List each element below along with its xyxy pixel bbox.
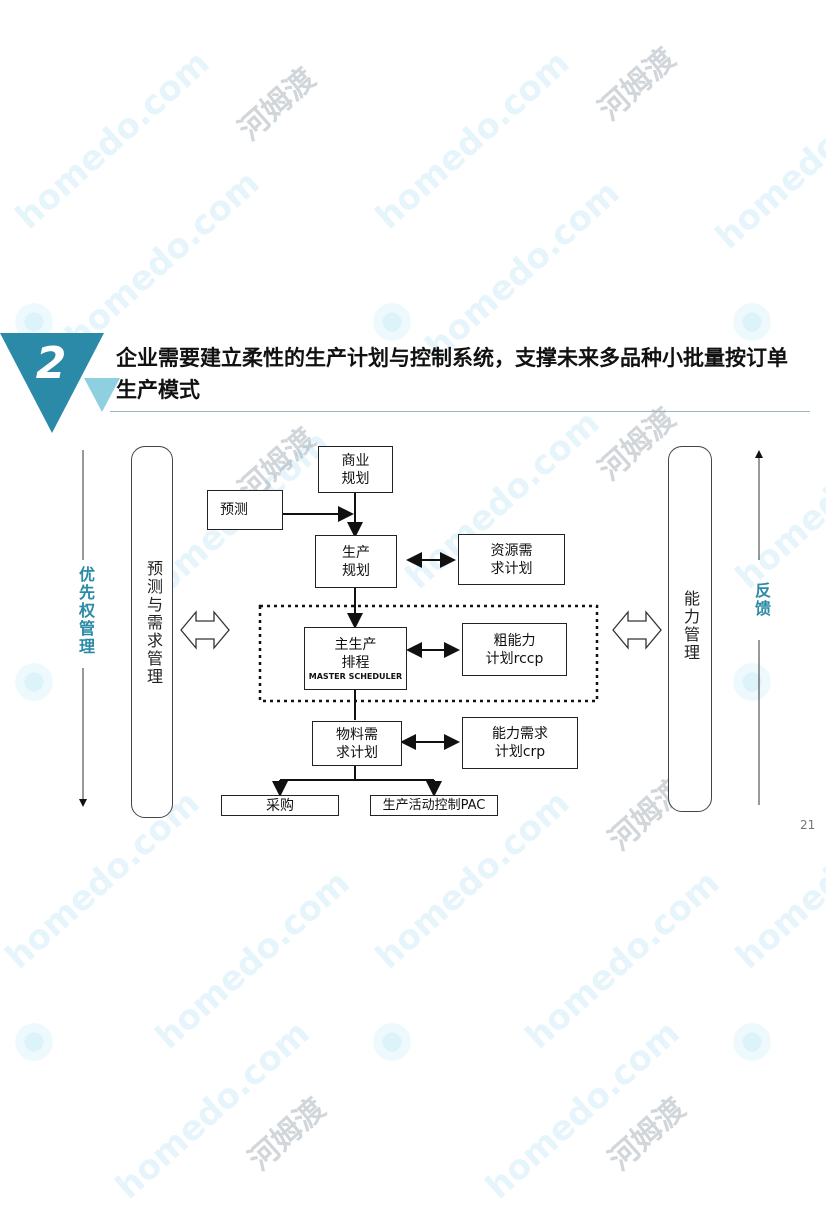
production-planning-box: 生产 规划: [315, 535, 397, 588]
business-planning-box: 商业 规划: [318, 446, 393, 493]
pac-label: 生产活动控制PAC: [382, 797, 486, 813]
material-requirement-label: 物料需 求计划: [336, 726, 378, 761]
forecast-demand-label: 预测与需求管理: [144, 560, 163, 686]
purchasing-label: 采购: [266, 797, 294, 814]
purchasing-box: 采购: [221, 795, 339, 816]
title-divider: [110, 411, 810, 412]
capacity-requirement-label: 能力需求 计划crp: [492, 726, 548, 760]
forecast-label: 预测: [220, 502, 248, 518]
page-title: 企业需要建立柔性的生产计划与控制系统，支撑未来多品种小批量按订单生产模式: [116, 346, 788, 402]
diagram-connectors: [79, 450, 763, 807]
priority-management-label: 优先权管理: [76, 566, 95, 656]
capacity-management-panel: [668, 446, 712, 812]
production-planning-label: 生产 规划: [342, 544, 370, 579]
forecast-box: 预测: [207, 490, 283, 530]
hollow-double-arrow-left: [180, 610, 230, 650]
pac-box: 生产活动控制PAC: [370, 795, 498, 816]
master-production-box: 主生产 排程 MASTER SCHEDULER: [304, 627, 407, 690]
master-schedule-region: [258, 604, 599, 703]
page-number: 21: [800, 818, 816, 832]
rough-cut-label: 粗能力 计划rccp: [485, 632, 544, 667]
business-planning-label: 商业 规划: [341, 452, 370, 487]
master-scheduler-label: MASTER SCHEDULER: [308, 671, 403, 681]
rough-cut-box: 粗能力 计划rccp: [462, 623, 567, 676]
feedback-label: 反馈: [752, 582, 771, 618]
forecast-demand-panel: [131, 446, 173, 818]
capacity-requirement-box: 能力需求 计划crp: [462, 717, 578, 769]
section-badge-accent: [84, 378, 120, 412]
capacity-management-label: 能力管理: [681, 590, 700, 662]
resource-requirement-label: 资源需 求计划: [490, 542, 533, 577]
resource-requirement-box: 资源需 求计划: [458, 534, 565, 585]
master-production-label: 主生产 排程: [334, 636, 377, 671]
hollow-double-arrow-right: [612, 610, 662, 650]
section-number: 2: [35, 338, 67, 389]
material-requirement-box: 物料需 求计划: [312, 721, 402, 766]
